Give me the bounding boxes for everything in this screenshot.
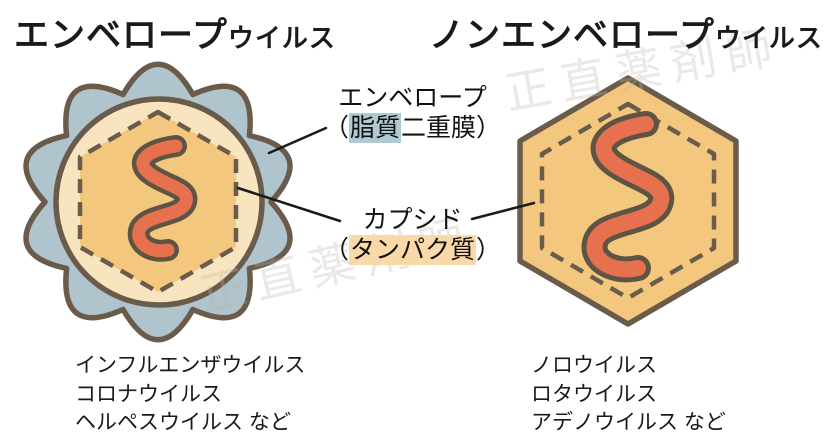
capsid-hexagon-right-dashed: [539, 101, 717, 301]
label-capsid-line1: カプシド: [362, 206, 463, 234]
capsid-hexagon-left: [77, 109, 239, 295]
examples-non-enveloped-list: ノロウイルス ロタウイルス アデノウイルス など: [531, 352, 726, 437]
label-capsid-paren-close: ）: [476, 236, 502, 264]
label-envelope-paren-open: （: [323, 114, 349, 142]
label-capsid: カプシド （タンパク質）: [310, 205, 515, 265]
connector-line-envelope: [267, 126, 328, 155]
example-item: インフルエンザウイルス: [75, 354, 306, 377]
example-item: アデノウイルス など: [531, 411, 726, 434]
example-item: ヘルペスウイルス など: [75, 411, 291, 434]
label-envelope-line2: （脂質二重膜）: [310, 113, 515, 143]
connector-line-capsid-left: [236, 186, 342, 223]
label-envelope: エンベロープ （脂質二重膜）: [310, 83, 515, 143]
label-envelope-line1: エンベロープ: [338, 84, 487, 112]
examples-enveloped-list: インフルエンザウイルス コロナウイルス ヘルペスウイルス など: [75, 352, 305, 437]
capsid-hexagon-right: [517, 75, 739, 327]
title-left-suffix: ウイルス: [227, 23, 336, 53]
example-item: ロタウイルス: [531, 382, 657, 406]
label-envelope-highlight: 脂質: [348, 113, 401, 143]
title-non-enveloped-virus: ノンエンベロープウイルス: [429, 7, 823, 58]
rna-spiral-left-fill: [132, 139, 193, 258]
non-enveloped-virus-illustration: [517, 75, 739, 327]
title-right-suffix: ウイルス: [714, 23, 823, 53]
enveloped-virus-illustration: [23, 61, 293, 343]
title-left-main: エンベロープ: [14, 16, 228, 55]
label-envelope-rest: 二重膜）: [401, 114, 502, 142]
title-enveloped-virus: エンベロープウイルス: [14, 7, 336, 58]
example-item: コロナウイルス: [75, 382, 222, 406]
rna-spiral-right-fill: [586, 116, 670, 278]
label-capsid-highlight: タンパク質: [348, 235, 476, 265]
title-right-main: ノンエンベロープ: [429, 16, 715, 55]
example-item: ノロウイルス: [531, 354, 657, 377]
connector-lines: [236, 126, 536, 223]
label-capsid-paren-open: （: [323, 236, 349, 264]
connector-line-capsid-right: [470, 201, 536, 221]
label-capsid-line2: （タンパク質）: [310, 235, 515, 265]
